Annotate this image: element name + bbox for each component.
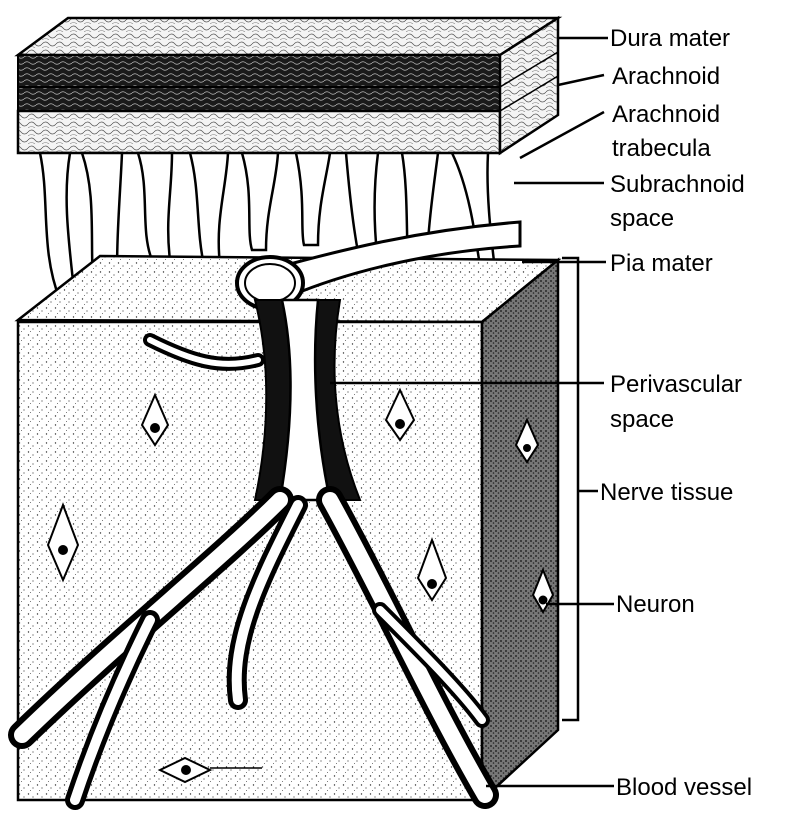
label-nerve-tissue: Nerve tissue [600, 479, 733, 506]
labels: Dura mater Arachnoid Arachnoid trabecula… [600, 25, 752, 801]
leader-arachnoid [558, 75, 604, 85]
label-arachnoid-trabecula-line2: trabecula [612, 135, 711, 162]
label-perivascular-space-line2: space [610, 406, 674, 433]
trabecula [40, 153, 75, 300]
trabecula [190, 153, 228, 265]
label-blood-vessel: Blood vessel [616, 774, 752, 801]
dura-mater-top [18, 18, 558, 55]
label-perivascular-space-line1: Perivascular [610, 371, 742, 398]
nerve-tissue-bracket [562, 258, 578, 720]
label-subarachnoid-space-line2: space [610, 205, 674, 232]
label-dura-mater: Dura mater [610, 25, 730, 52]
label-arachnoid: Arachnoid [612, 63, 720, 90]
nerve-tissue-side [482, 260, 558, 800]
arachnoid-membrane-lower [18, 111, 500, 153]
label-arachnoid-trabecula-line1: Arachnoid [612, 101, 720, 128]
label-pia-mater: Pia mater [610, 250, 713, 277]
nerve-tissue-front [18, 322, 482, 800]
label-neuron: Neuron [616, 591, 695, 618]
dura-mater-layer [18, 55, 500, 87]
meninges-slab [18, 18, 558, 153]
trabecula [242, 153, 278, 250]
arachnoid-layer [18, 87, 500, 111]
trabecula [138, 153, 172, 260]
label-subarachnoid-space-line1: Subrachnoid [610, 171, 745, 198]
trabecula [296, 153, 330, 245]
